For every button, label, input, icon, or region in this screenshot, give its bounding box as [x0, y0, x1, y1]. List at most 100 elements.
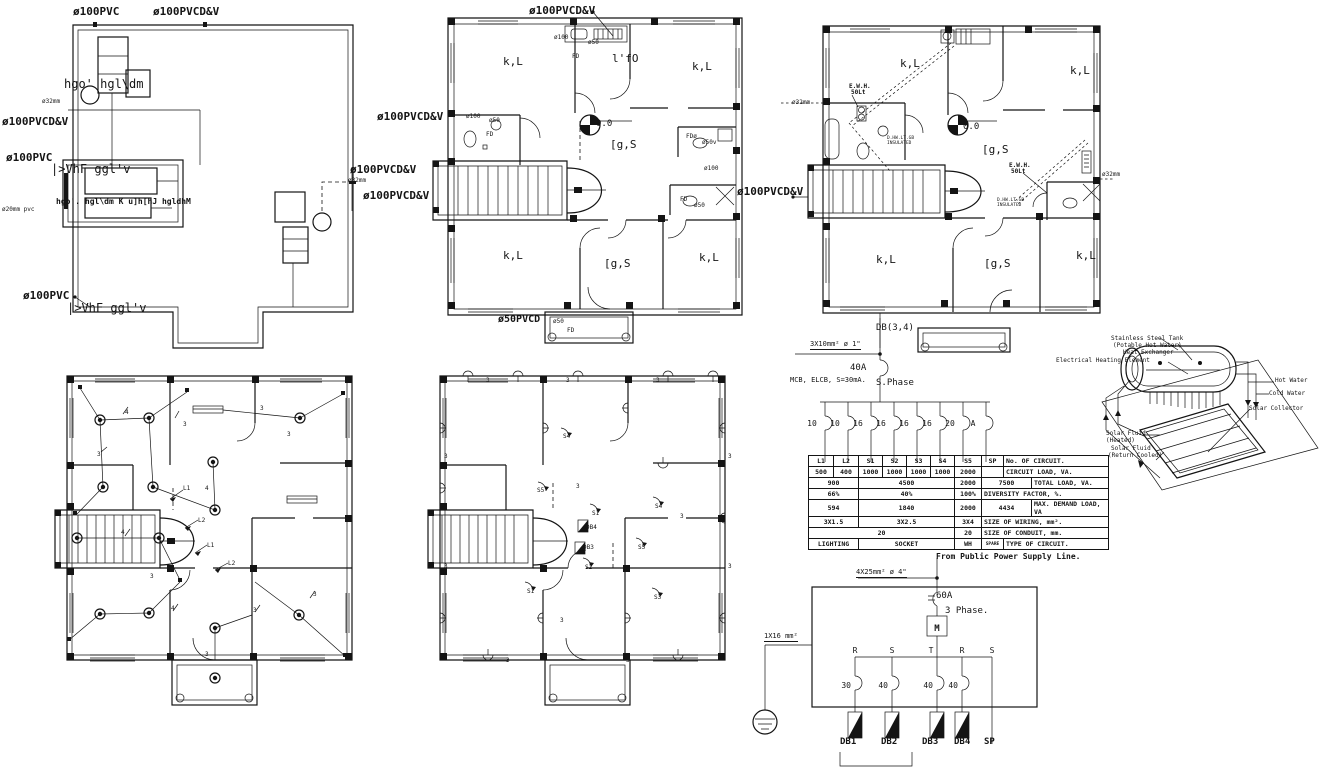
circuit-label: L2 — [198, 517, 206, 524]
cell: 1000 — [858, 466, 883, 478]
cell: SP — [981, 455, 1004, 467]
earth-connection — [752, 644, 812, 735]
cell: 2000 — [954, 477, 982, 489]
dim-label: ø32mm — [1102, 171, 1121, 178]
table-row: 3X1.5 3X2.5 3X4 SIZE OF WIRING, mm². — [808, 516, 1110, 528]
cell: S4 — [930, 455, 955, 467]
svg-text:3: 3 — [560, 617, 564, 624]
wiring — [67, 385, 347, 660]
door-arcs — [519, 78, 687, 310]
porch — [544, 659, 631, 706]
laundry-counter — [940, 28, 991, 45]
svg-text:16: 16 — [899, 419, 909, 428]
pump-room — [62, 159, 184, 228]
row-label: TYPE OF CIRCUIT. — [1002, 538, 1110, 550]
row-label: CIRCUIT LOAD, VA. — [1002, 466, 1110, 478]
interior-walls — [829, 26, 1100, 312]
pipe-leaders — [579, 10, 614, 161]
svg-text:3: 3 — [680, 513, 684, 520]
wire-size-label: 1X16 mm² — [764, 632, 798, 642]
svg-text:4: 4 — [125, 409, 129, 416]
cell: 1840 — [858, 499, 955, 517]
switch-label: S3 — [654, 594, 662, 601]
part-label: (Potable Hot Water) — [1113, 342, 1182, 349]
dim-label: ø32mm — [348, 177, 367, 184]
svg-text:3: 3 — [444, 453, 448, 460]
breaker-label: 60A — [936, 591, 953, 601]
pipe-label: ø100PVCD&V — [529, 4, 596, 17]
storage-tank — [1120, 345, 1237, 409]
cell: 3X2.5 — [858, 516, 955, 528]
svg-text:3: 3 — [260, 405, 264, 412]
cell: 2000 — [954, 499, 982, 517]
level-marker — [947, 114, 997, 136]
hot-water-pipes — [781, 42, 1113, 348]
solar-water-heater-detail — [1101, 337, 1319, 491]
wire-size-label: 4X25mm² ø 4" — [856, 568, 907, 578]
cell: S2 — [882, 455, 907, 467]
room-label: |>VhF ggl'v — [67, 301, 147, 315]
stairs — [427, 509, 568, 569]
main-breaker-arc — [928, 591, 938, 607]
solar-fluid-pipes — [1103, 379, 1161, 479]
pipe-label: ø100 — [704, 165, 719, 172]
table-row: 500 400 1000 1000 1000 1000 2000 CIRCUIT… — [808, 466, 1110, 478]
switch-arrows — [524, 427, 664, 598]
pipe-label: ø100PVCD&V — [377, 110, 444, 123]
cell: S3 — [906, 455, 931, 467]
svg-text:S: S — [890, 646, 895, 655]
porch — [917, 327, 1011, 353]
ground-symbol — [752, 709, 778, 735]
drain-label: FD — [572, 53, 580, 60]
equipment-label: E.W.H. — [849, 83, 871, 90]
row-label: MAX. DEMAND LOAD, VA — [1030, 499, 1110, 517]
table-row: 20 20 SIZE OF CONDUIT, mm. — [808, 527, 1110, 539]
table-row: LIGHTING SOCKET WH SPARE TYPE OF CIRCUIT… — [808, 538, 1110, 550]
wall-sockets — [439, 370, 726, 661]
svg-text:3: 3 — [728, 453, 732, 460]
row-label: DIVERSITY FACTOR, %. — [980, 488, 1110, 500]
svg-text:R: R — [853, 646, 858, 655]
row-label: No. OF CIRCUIT. — [1002, 455, 1110, 467]
cell: L1 — [808, 455, 834, 467]
db-label: SP — [984, 737, 995, 747]
room-label: [g,S — [984, 257, 1011, 270]
db-feeder-symbols — [847, 711, 970, 739]
pipe-label: ø100PVC — [6, 151, 53, 164]
pipe-label: ø50v — [702, 139, 717, 146]
svg-text:10: 10 — [830, 419, 840, 428]
drain-label: FDø — [686, 133, 697, 140]
phase-letters: R S T R S — [853, 646, 995, 655]
cell — [981, 466, 1004, 478]
switch-label: S1 — [527, 588, 535, 595]
switch-label: S4 — [655, 503, 663, 510]
circuit-label: L2 — [228, 560, 236, 567]
row-label: SIZE OF CONDUIT, mm. — [980, 527, 1110, 539]
water-pipes — [1236, 361, 1274, 420]
drain-label: FD — [567, 327, 575, 334]
porch — [171, 659, 258, 706]
tank-label: hgo' hgl\dm — [64, 77, 144, 91]
stairs — [807, 164, 985, 219]
cell: 1000 — [906, 466, 931, 478]
phase-label: 3 Phase. — [945, 606, 989, 616]
db-label: DB(3,4) — [876, 323, 914, 333]
cell: 4434 — [981, 499, 1032, 517]
bathroom-fixtures — [463, 119, 735, 207]
solar-collector-panel — [1138, 403, 1267, 479]
cell: S5 — [954, 455, 982, 467]
part-label: Hot Water — [1275, 377, 1308, 384]
note-label: INSULATED — [997, 203, 1022, 208]
cell: L2 — [833, 455, 859, 467]
switch-label: S1 — [592, 510, 600, 517]
room-label: k,L — [1076, 249, 1096, 262]
floor-plan-drainage-drawing — [432, 10, 743, 344]
svg-text:3: 3 — [576, 483, 580, 490]
part-label: Electrical Heating Element — [1056, 357, 1150, 364]
svg-text:3: 3 — [183, 421, 187, 428]
cell: 1000 — [882, 466, 907, 478]
pipe-label: ø50 — [553, 318, 564, 325]
table-row: 594 1840 2000 4434 MAX. DEMAND LOAD, VA — [808, 499, 1110, 517]
svg-text:4: 4 — [205, 485, 209, 492]
db-label: DB4 — [586, 524, 597, 531]
